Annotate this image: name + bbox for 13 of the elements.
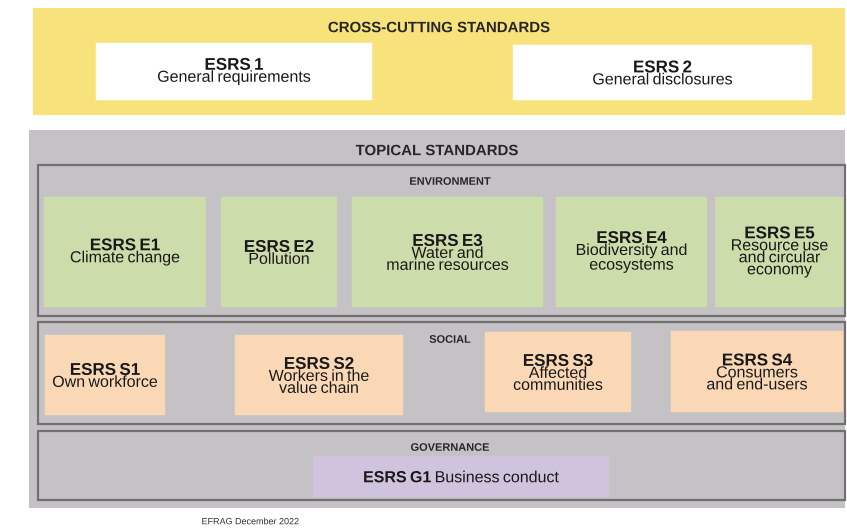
standard-box: ESRS 2 General disclosures xyxy=(512,44,812,100)
standard-box: ESRS S1 Own workforce xyxy=(44,334,166,416)
standard-box: ESRS E5 Resource use and circular economy xyxy=(715,196,844,308)
footer-text: EFRAG December 2022 xyxy=(202,518,299,524)
standard-box: ESRS S2 Workers in the value chain xyxy=(234,334,404,416)
standard-box: ESRS E4 Biodiversity and ecosystems xyxy=(556,196,708,308)
standard-box: ESRS S3 Affected communities xyxy=(484,332,632,412)
standard-box: ESRS S4 Consumers and end-users xyxy=(670,330,844,412)
standard-box: ESRS G1 Business conduct xyxy=(312,456,610,498)
standard-box: ESRS E1 Climate change xyxy=(44,196,206,308)
standard-box: ESRS E3 Water and marine resources xyxy=(352,196,544,308)
standard-box: ESRS E2 Pollution xyxy=(220,196,338,308)
standard-box: ESRS 1 General requirements xyxy=(96,42,372,100)
